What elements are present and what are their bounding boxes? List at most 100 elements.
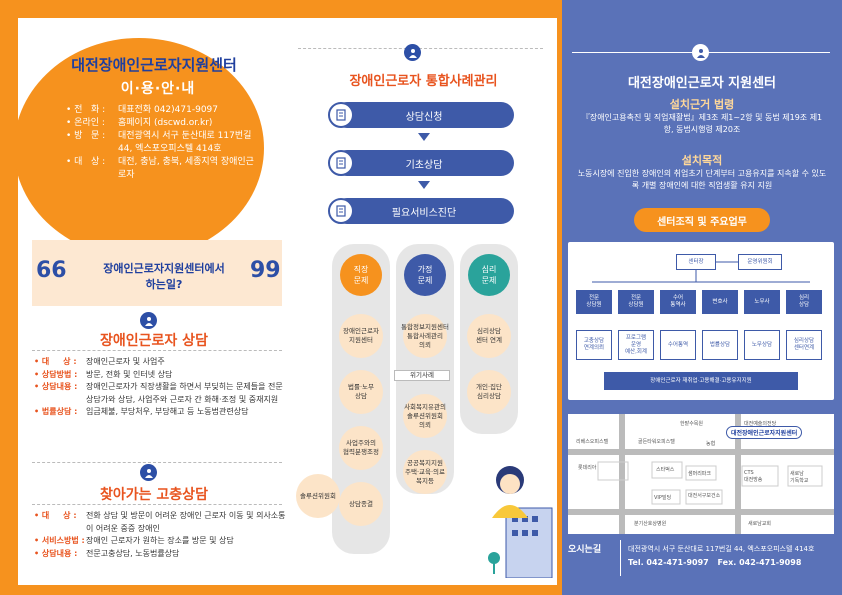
step-3: 필요서비스진단 xyxy=(334,198,514,224)
visit-section-title: 찾아가는 고충상담 xyxy=(100,487,208,503)
column-1-item: 통합정보지원센터 통합사례관리 의뢰 xyxy=(401,314,449,358)
map-place: 분기산호상병원 xyxy=(634,521,667,527)
fax-label: Fex. xyxy=(717,558,737,567)
basis-text: 『장애인고용촉진 및 직업재활법』제3조 제1~2항 및 동법 제19조 제1항… xyxy=(581,113,823,134)
quote-open: 66 xyxy=(36,258,67,283)
detail-value: 임금체불, 부당처우, 부당해고 등 노동법관련상담 xyxy=(86,407,249,416)
detail-key: • 서비스방법 : xyxy=(34,536,85,545)
divider xyxy=(298,48,543,49)
detail-value: 장애인근로자가 직장생활을 하면서 부딪히는 문제들을 전문 상담가와 상담, … xyxy=(86,382,283,404)
divider xyxy=(32,350,282,351)
info-value: 홈페이지 (dscwd.or.kr) xyxy=(118,118,213,128)
map-place: CTS 대전방송 xyxy=(744,470,763,483)
org-footer: 장애인근로자 재취업·고용해결·고용유지지원 xyxy=(604,372,798,390)
map-place: 대전예술의전당 xyxy=(744,421,777,427)
info-value: 대표전화 042)471-9097 xyxy=(118,105,219,115)
divider xyxy=(32,504,282,505)
center-location-marker: 대전장애인근로자지원센터 xyxy=(726,426,803,439)
crisis-label: 위기사례 xyxy=(394,370,450,381)
org-role: 전문 상담원 xyxy=(618,290,654,314)
info-key: • 대 상 : xyxy=(66,157,106,167)
org-role: 심리 상담 xyxy=(786,290,822,314)
column-2-item: 심리상담 센터 연계 xyxy=(467,314,511,358)
org-button: 센터조직 및 주요업무 xyxy=(634,208,770,232)
quote-close: 99 xyxy=(250,258,281,283)
basis-title: 설치근거 법령 xyxy=(669,98,735,111)
column-0-item: 법률·노무 상담 xyxy=(339,370,383,414)
detail-value: 장애인 근로자가 원하는 장소를 방문 및 상담 xyxy=(86,536,234,545)
org-role: 전문 상담원 xyxy=(576,290,612,314)
detail-row: • 대 상 :장애인근로자 및 사업주 xyxy=(34,356,288,369)
detail-row: • 상담내용 :전문고충상담, 노동법률상담 xyxy=(34,548,288,561)
column-1-item: 사회복지유관의 솔루션위원회 의뢰 xyxy=(403,394,447,438)
org-lines xyxy=(568,242,834,404)
column-0-item: 상담종결 xyxy=(339,482,383,526)
org-committee: 운영위원회 xyxy=(738,254,782,270)
case-management-title: 장애인근로자 통합사례관리 xyxy=(349,74,498,89)
detail-value: 장애인근로자 및 사업주 xyxy=(86,357,165,366)
support-illustration xyxy=(486,458,556,579)
info-key: • 방 문 : xyxy=(66,131,106,141)
counsel-section-title: 장애인근로자 상담 xyxy=(100,333,208,349)
info-row: • 대 상 :대전, 충남, 충북, 세종지역 장애인근로자 xyxy=(66,156,256,182)
detail-row: • 서비스방법 :장애인 근로자가 원하는 장소를 방문 및 상담 xyxy=(34,535,288,548)
org-task: 노무상담 xyxy=(744,330,780,360)
detail-row: • 법률상담 : 임금체불, 부당처우, 부당해고 등 노동법관련상담 xyxy=(34,406,288,419)
detail-key: • 상담방법 : xyxy=(34,369,78,379)
contact-line: Tel. 042-471-9097 Fex. 042-471-9098 xyxy=(628,558,801,567)
fax: 042-471-9098 xyxy=(739,558,802,567)
map-place: 농협 xyxy=(706,441,716,447)
column-0-item: 장애인근로자 지원센터 xyxy=(339,314,383,358)
info-circle xyxy=(14,38,264,258)
counsel-section-icon xyxy=(140,312,157,329)
right-panel: 대전장애인근로자 지원센터 설치근거 법령 『장애인고용촉진 및 직업재활법』제… xyxy=(562,0,842,595)
detail-value: 전문고충상담, 노동법률상담 xyxy=(86,548,180,558)
step-icon xyxy=(328,198,354,224)
right-title: 대전장애인근로자 지원센터 xyxy=(627,76,777,91)
org-task: 심리상담 센터연계 xyxy=(786,330,822,360)
down-arrow-icon xyxy=(418,181,430,189)
divider xyxy=(620,540,621,576)
info-key: • 온라인 : xyxy=(66,118,105,128)
case-section-icon xyxy=(404,44,421,61)
person-icon xyxy=(140,464,157,481)
map-center-label: 대전장애인근로자지원센터 xyxy=(731,430,798,437)
step-icon xyxy=(328,150,354,176)
detail-value: 방문, 전화 및 인터넷 상담 xyxy=(86,369,173,379)
directions-label: 오시는길 xyxy=(568,545,602,555)
detail-row: • 상담내용 :장애인근로자가 직장생활을 하면서 부딪히는 문제들을 전문 상… xyxy=(34,381,288,406)
right-person-icon xyxy=(692,44,709,61)
question-line1: 장애인근로자지원센터에서 xyxy=(103,262,225,275)
purpose-text: 노동시장에 진입한 장애인의 취업초기 단계부터 고용유지를 지속할 수 있도록… xyxy=(577,169,827,190)
info-row: • 온라인 : 홈페이지 (dscwd.or.kr) xyxy=(66,117,256,130)
question-box: 66 장애인근로자지원센터에서 하는일? 99 xyxy=(32,240,282,306)
column-0-header: 직장 문제 xyxy=(340,254,382,296)
map-place: 롯데리아 xyxy=(578,465,597,471)
map-place: 리베스오피스텔 xyxy=(576,439,609,445)
down-arrow-icon xyxy=(418,133,430,141)
org-task: 수어통역 xyxy=(660,330,696,360)
org-role: 노무사 xyxy=(744,290,780,314)
person-icon xyxy=(140,312,157,329)
left-panel: 대전장애인근로자지원센터 이·용·안·내 • 전 화 :대표전화 042)471… xyxy=(14,18,290,585)
question-line2: 하는일? xyxy=(145,278,183,291)
column-2-header: 심리 문제 xyxy=(468,254,510,296)
org-role: 변호사 xyxy=(702,290,738,314)
counsel-details: • 대 상 :장애인근로자 및 사업주• 상담방법 : 방문, 전화 및 인터넷 … xyxy=(34,356,288,419)
map-place: 골든타워오피스텔 xyxy=(638,439,675,445)
step-icon xyxy=(328,102,354,128)
detail-row: • 대 상 :전화 상담 및 방문이 어려운 장애인 근로자 이동 및 의사소통… xyxy=(34,510,288,535)
step-2: 기초상담 xyxy=(334,150,514,176)
tel-label: Tel. xyxy=(628,558,644,567)
info-list: • 전 화 :대표전화 042)471-9097• 온라인 :홈페이지 (dsc… xyxy=(66,104,256,182)
usage-guide-title: 이·용·안·내 xyxy=(120,81,196,97)
org-task: 고충상담 연계의뢰 xyxy=(576,330,612,360)
visit-details: • 대 상 :전화 상담 및 방문이 어려운 장애인 근로자 이동 및 의사소통… xyxy=(34,510,288,560)
tel: 042-471-9097 xyxy=(646,558,709,567)
center-title: 대전장애인근로자지원센터 xyxy=(71,56,237,74)
detail-key: • 법률상담 : xyxy=(34,407,78,416)
